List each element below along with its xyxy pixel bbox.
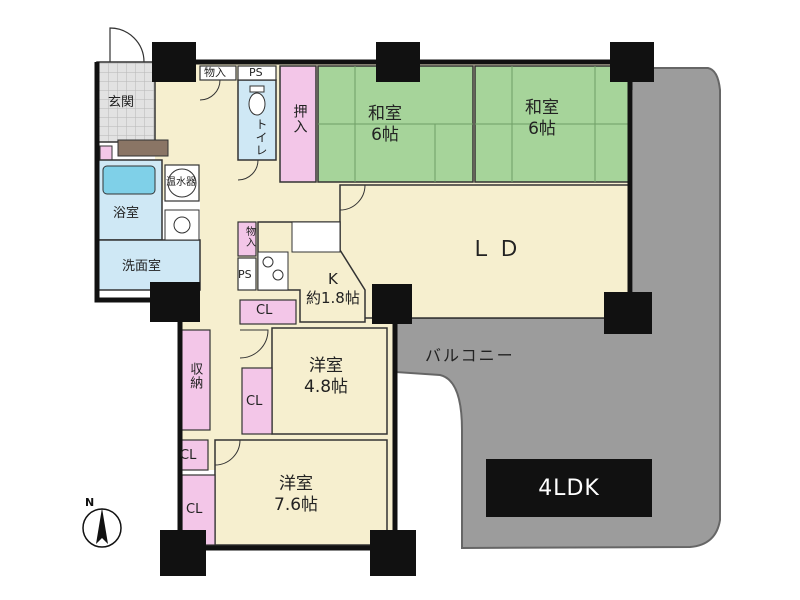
ps-mid	[237, 257, 257, 291]
toilet-label: トイレ	[254, 118, 268, 157]
youshitsu-1-label: 洋室 4.8帖	[304, 356, 348, 399]
kitchen-name: K	[328, 270, 338, 288]
oshiire-label: 押入	[291, 104, 308, 134]
kitchen-label: K 約1.8帖	[306, 270, 360, 308]
kitchen-size: 約1.8帖	[306, 288, 360, 307]
kitchen-counter-side	[257, 251, 289, 291]
cl-kitchen-label: CL	[256, 303, 273, 318]
onsuiki-label: 温水器	[166, 177, 196, 188]
door-swings	[199, 79, 366, 466]
cl-hall	[179, 439, 209, 471]
kitchen-counter-top	[291, 221, 341, 253]
ps-mid-label: PS	[238, 268, 252, 281]
ps-top	[237, 65, 277, 81]
washbasin	[164, 209, 200, 241]
washitsu-2-size: 6帖	[528, 119, 556, 140]
balcony-label: バルコニー	[425, 346, 515, 365]
toilet-bowl	[248, 92, 266, 116]
genkan-entrance	[96, 61, 156, 143]
youshitsu-2-name: 洋室	[279, 474, 314, 494]
bathtub	[102, 165, 156, 195]
washitsu-2-name: 和室	[525, 98, 559, 118]
shoe-step	[117, 139, 169, 157]
genkan-label: 玄関	[108, 95, 135, 110]
layout-type-badge: 4LDK	[486, 459, 652, 517]
youshitsu-1-name: 洋室	[309, 356, 344, 376]
washitsu-1-label: 和室 6帖	[368, 104, 402, 147]
youshitsu-1-room	[271, 327, 388, 435]
cl-youshitsu-1-label: CL	[246, 394, 263, 409]
shuno-storage	[179, 329, 211, 431]
cl-kitchen	[239, 299, 297, 325]
youshitsu-2-size: 7.6帖	[274, 495, 319, 516]
ld-label: ＬＤ	[470, 237, 527, 262]
washitsu-1-size: 6帖	[371, 125, 399, 146]
north-arrow-icon	[82, 508, 122, 548]
water-heater	[164, 164, 200, 202]
north-label: N	[85, 496, 95, 509]
oshiire-closet	[279, 65, 317, 183]
washitsu-1-name: 和室	[368, 104, 402, 124]
youshitsu-1-size: 4.8帖	[304, 377, 349, 398]
monoire-top-label: 物入	[204, 66, 226, 79]
entrance-door-swing	[109, 27, 145, 63]
youshitsu-2-room	[214, 439, 388, 546]
senmenshitsu-label: 洗面室	[122, 259, 162, 274]
shuno-label: 収納	[187, 362, 203, 390]
cl-youshitsu-1	[241, 367, 273, 435]
structural-columns	[150, 42, 654, 576]
ps-top-label: PS	[249, 66, 263, 79]
monoire-mid-label: 物入	[243, 226, 255, 248]
yokushitsu-label: 浴室	[113, 206, 140, 221]
cl-youshitsu-2-label: CL	[186, 502, 203, 517]
cl-hall-label: CL	[180, 448, 197, 463]
balcony-area	[394, 67, 721, 550]
washitsu-2-label: 和室 6帖	[525, 98, 559, 141]
youshitsu-2-label: 洋室 7.6帖	[274, 474, 318, 517]
monoire-mid	[237, 221, 257, 257]
